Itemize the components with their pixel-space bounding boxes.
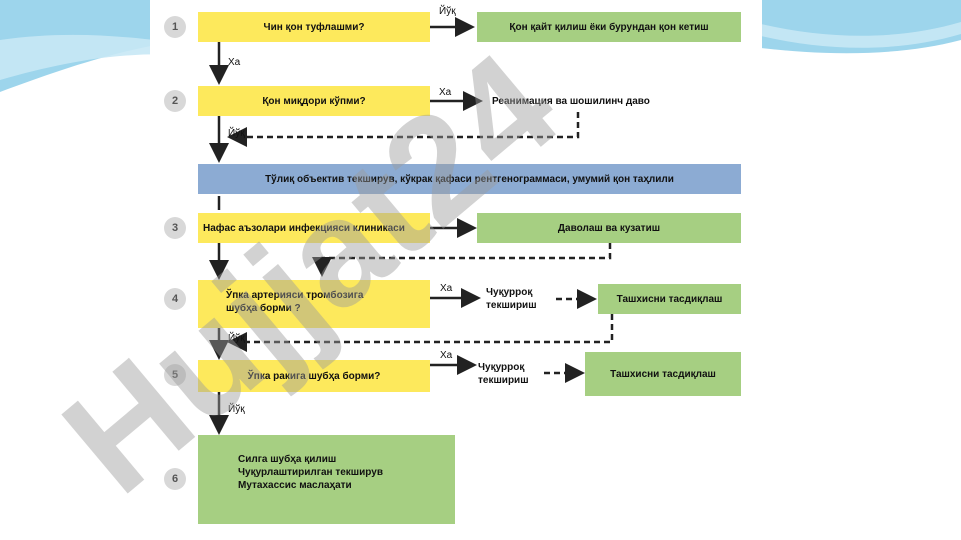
answer-5-line-2: текшириш (478, 375, 529, 386)
answer-3-box: Даволаш ва кузатиш (477, 213, 741, 243)
answer-4-text: Чуқурроқ текшириш (486, 286, 537, 312)
confirm-4-box: Ташхисни тасдиқлаш (598, 284, 741, 314)
answer-5-line-1: Чуқурроқ (478, 362, 525, 373)
question-3-box: Нафас аъзолари инфекцияси клиникаси (198, 213, 430, 243)
final-6-line-1: Силга шубҳа қилиш (238, 454, 337, 465)
dashed-return-2 (227, 112, 580, 147)
final-6-line-2: Чуқурлаштирилган текширув (238, 467, 383, 478)
answer-4-line-1: Чуқурроқ (486, 287, 533, 298)
question-4-line-2: шубҳа борми ? (226, 303, 301, 314)
question-1-box: Чин қон туфлашми? (198, 12, 430, 42)
question-4-box: Ўпка артерияси тромбозига шубҳа борми ? (198, 280, 430, 328)
answer-4-line-2: текшириш (486, 300, 537, 311)
dashed-return-3 (312, 243, 612, 277)
label-yes-4: Ха (440, 283, 453, 294)
examination-box: Тўлиқ объектив текширув, кўкрак қафаси р… (198, 164, 741, 194)
question-2-box: Қон миқдори кўпми? (198, 86, 430, 116)
dashed-return-4 (227, 314, 614, 352)
step-number-5: 5 (164, 364, 186, 386)
label-no-1: Йўқ (439, 6, 456, 17)
answer-1-box: Қон қайт қилиш ёки бурундан қон кетиш (477, 12, 741, 42)
step-number-1: 1 (164, 16, 186, 38)
label-yes-2: Ха (439, 87, 452, 98)
swoosh-top-right-light (761, 22, 961, 48)
label-no-2: Йўқ (228, 128, 245, 139)
label-no-4: Йўқ (228, 333, 245, 344)
question-5-box: Ўпка ракига шубҳа борми? (198, 360, 430, 392)
step-number-2: 2 (164, 90, 186, 112)
confirm-5-box: Ташхисни тасдиқлаш (585, 352, 741, 396)
label-yes-1: Ха (228, 57, 241, 68)
label-no-5: Йўқ (228, 404, 245, 415)
question-4-line-1: Ўпка артерияси тромбозига (226, 290, 364, 301)
answer-2-text: Реанимация ва шошилинч даво (492, 96, 650, 107)
final-6-line-3: Мутахассис маслаҳати (238, 480, 352, 491)
final-6-box: Силга шубҳа қилиш Чуқурлаштирилган текши… (198, 435, 455, 524)
step-number-4: 4 (164, 288, 186, 310)
label-yes-5: Ха (440, 350, 453, 361)
step-number-3: 3 (164, 217, 186, 239)
step-number-6: 6 (164, 468, 186, 490)
answer-5-text: Чуқурроқ текшириш (478, 361, 529, 387)
